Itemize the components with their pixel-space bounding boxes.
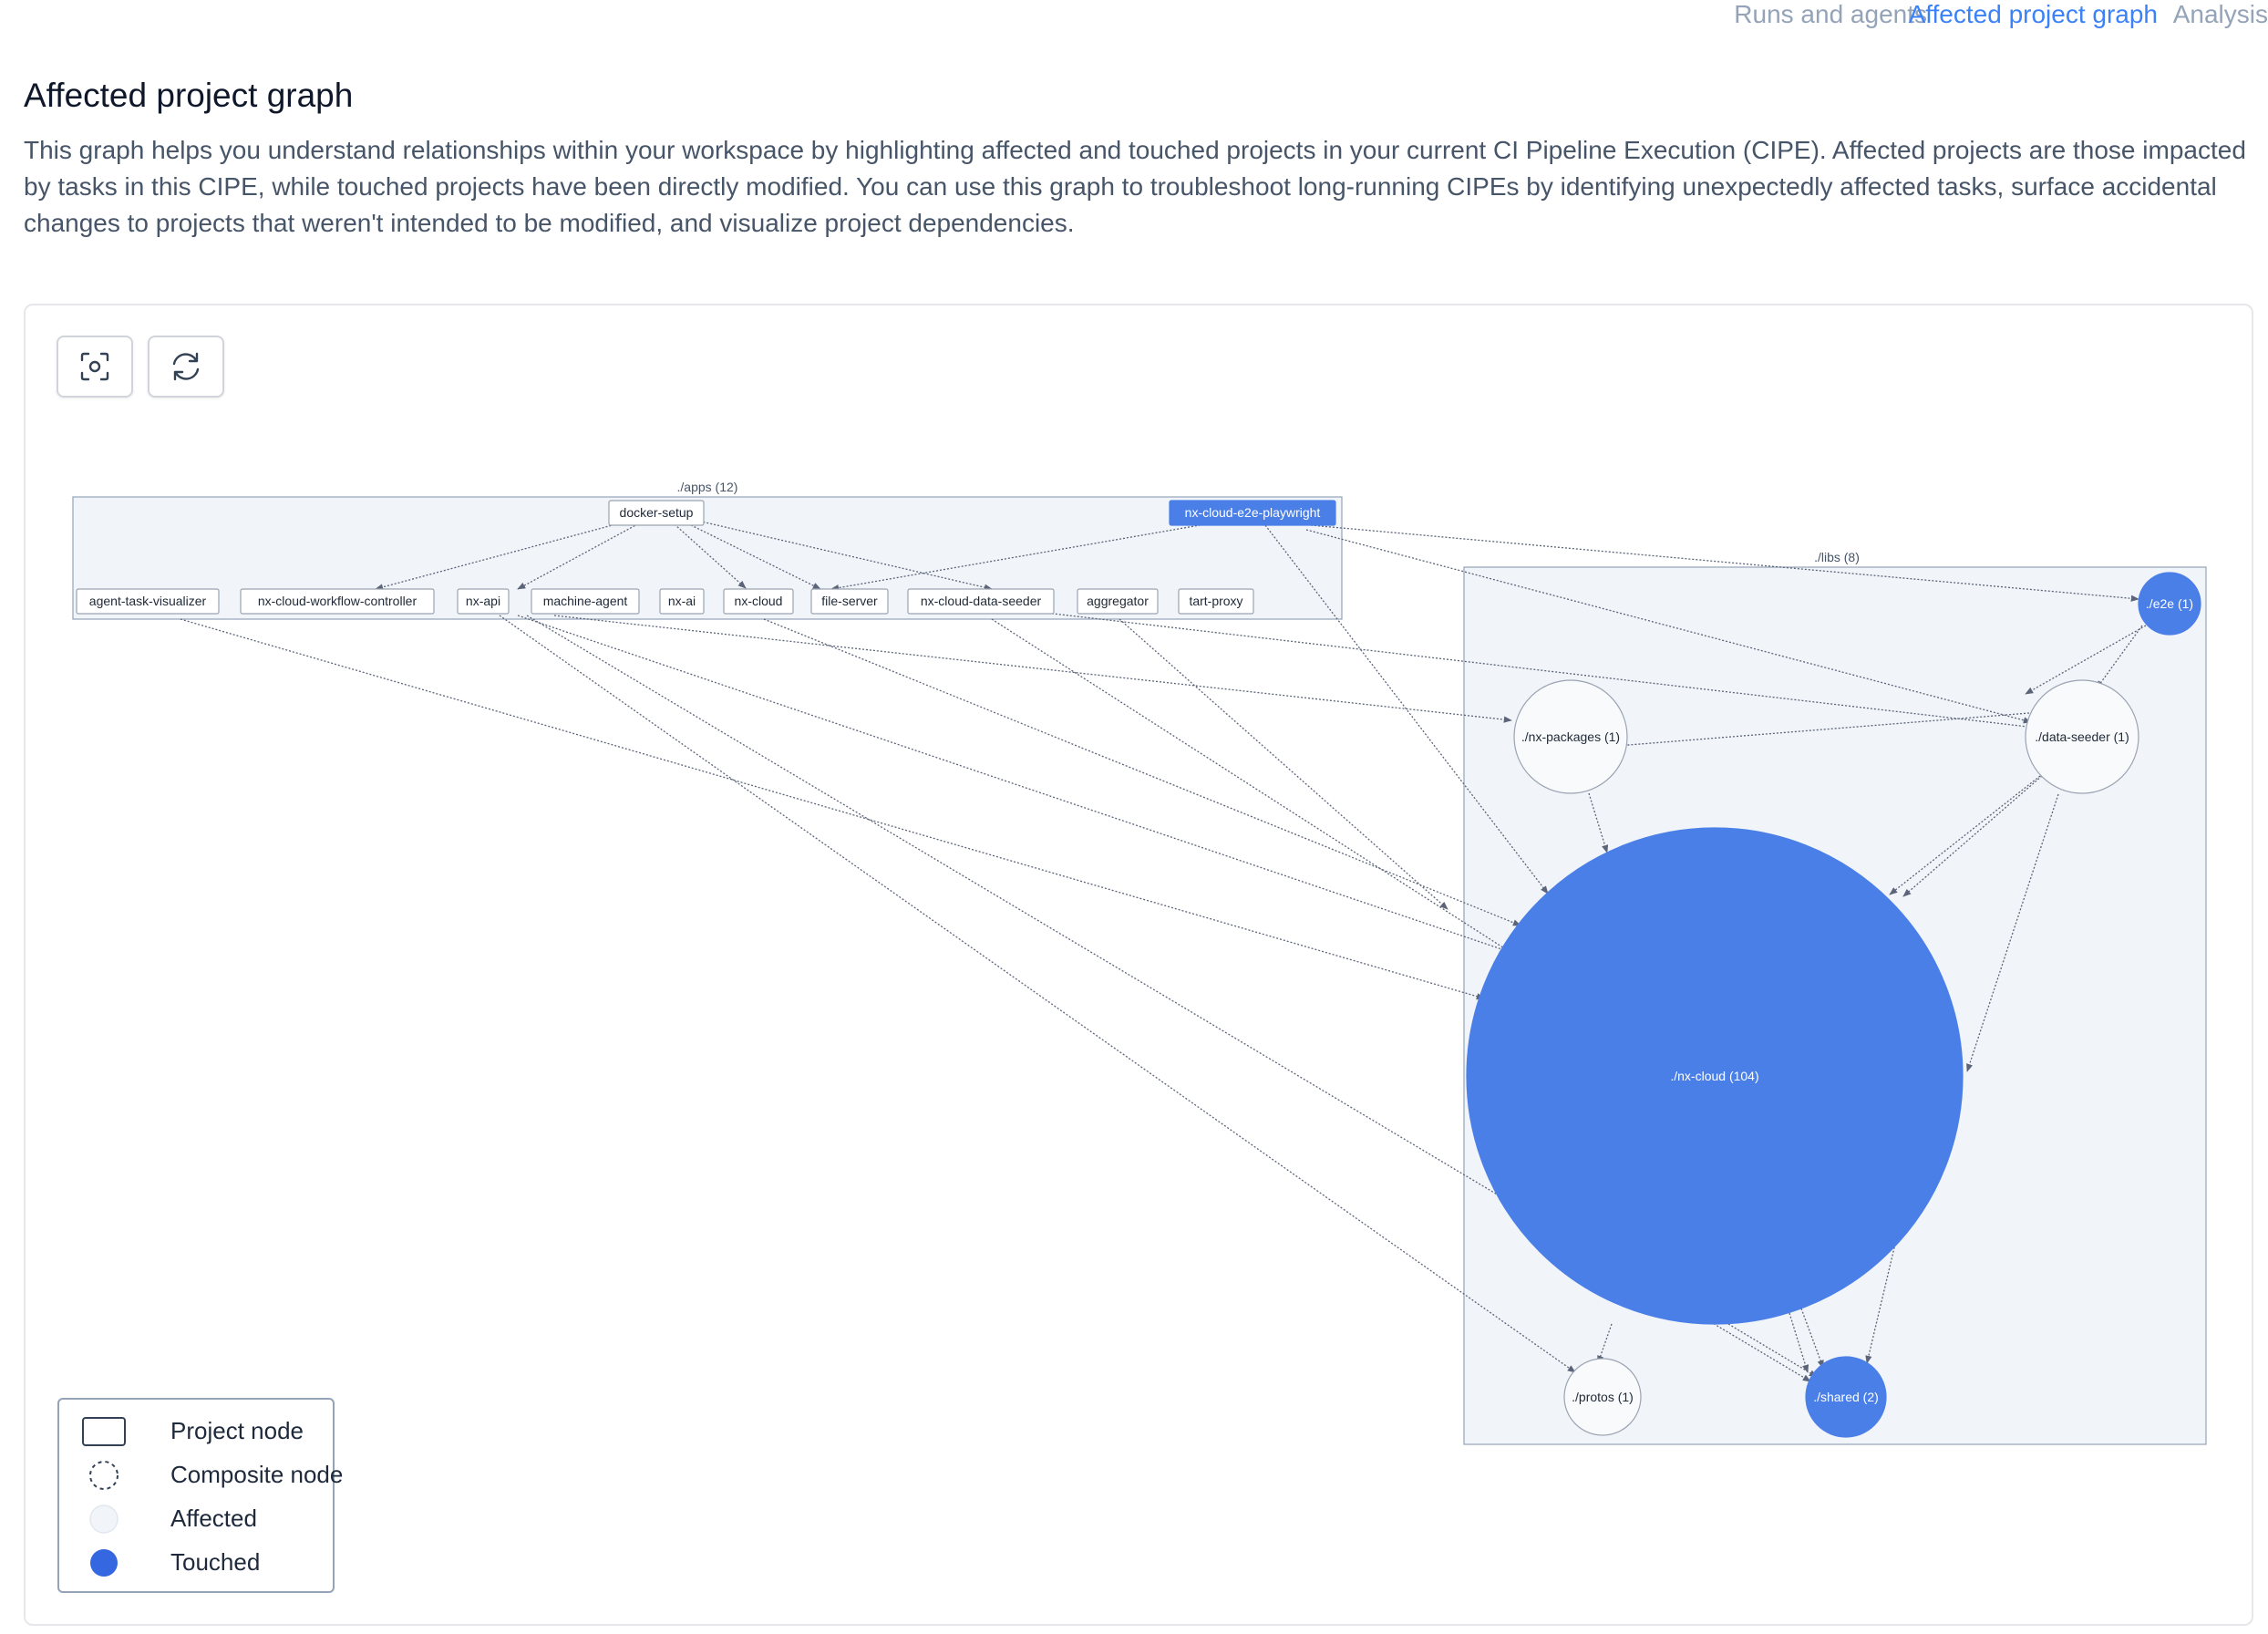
composite-node-label: ./e2e (1) <box>2146 596 2193 611</box>
graph-edge <box>1588 792 1609 853</box>
graph-edge <box>1902 775 2043 897</box>
tab-runs-and-agents[interactable]: Runs and agents <box>1734 0 1927 28</box>
project-node-label: nx-cloud <box>735 594 783 608</box>
project-node-file-server[interactable]: file-server <box>810 588 889 615</box>
graph-edge <box>665 516 747 589</box>
project-node-nx-cloud-data-seeder[interactable]: nx-cloud-data-seeder <box>907 588 1055 615</box>
project-node-label: aggregator <box>1087 594 1149 608</box>
project-node-label: nx-ai <box>668 594 696 608</box>
page-title: Affected project graph <box>24 77 354 114</box>
project-node-label: nx-api <box>466 594 500 608</box>
graph-edge <box>2025 625 2147 695</box>
legend-item-composite-node: Composite node <box>81 1456 343 1493</box>
legend-label: Touched <box>170 1548 261 1576</box>
project-graph[interactable]: ./apps (12) ./libs (8) docker-setup nx-clou… <box>26 305 2250 1622</box>
project-node-tart-proxy[interactable]: tart-proxy <box>1178 588 1254 615</box>
legend-label: Affected <box>170 1505 257 1532</box>
project-node-label: nx-cloud-data-seeder <box>921 594 1042 608</box>
project-node-machine-agent[interactable]: machine-agent <box>531 588 640 615</box>
graph-edge <box>763 618 1521 926</box>
graph-edge <box>1889 775 2041 895</box>
tab-analysis[interactable]: Analysis <box>2172 0 2268 28</box>
composite-node-nx-packages[interactable]: ./nx-packages (1) <box>1513 679 1628 794</box>
graph-edge <box>1789 1312 1809 1373</box>
project-node-label: nx-cloud-workflow-controller <box>258 594 418 608</box>
project-node-docker-setup[interactable]: docker-setup <box>608 500 705 526</box>
legend-label: Composite node <box>170 1461 344 1488</box>
graph-edge <box>991 618 1512 954</box>
project-node-nx-api[interactable]: nx-api <box>457 588 510 615</box>
project-node-nx-cloud-e2e-playwright[interactable]: nx-cloud-e2e-playwright <box>1169 500 1336 526</box>
legend-item-touched: Touched <box>81 1544 327 1580</box>
composite-node-shared[interactable]: ./shared (2) <box>1805 1356 1887 1438</box>
legend-label: Project node <box>170 1417 304 1444</box>
project-node-label: machine-agent <box>543 594 628 608</box>
composite-node-protos[interactable]: ./protos (1) <box>1563 1358 1642 1436</box>
project-node-icon <box>82 1417 126 1446</box>
graph-edge <box>1597 1323 1613 1364</box>
graph-edge <box>553 615 1512 723</box>
graph-edges <box>180 516 2147 1382</box>
project-node-agent-task-visualizer[interactable]: agent-task-visualizer <box>76 588 220 615</box>
graph-edge <box>830 516 1248 592</box>
project-node-label: agent-task-visualizer <box>89 594 207 608</box>
composite-node-icon <box>89 1461 119 1490</box>
project-node-label: file-server <box>821 594 878 608</box>
graph-edge <box>526 615 1811 1382</box>
graph-edge <box>517 615 1521 957</box>
focus-button[interactable] <box>57 336 133 398</box>
refresh-icon <box>172 352 200 381</box>
graph-edge <box>1727 1323 1818 1378</box>
graph-edge <box>1264 524 1549 895</box>
graph-edge <box>375 516 644 591</box>
tab-affected-project-graph[interactable]: Affected project graph <box>1908 0 2158 28</box>
project-node-nx-cloud-workflow-controller[interactable]: nx-cloud-workflow-controller <box>240 588 435 615</box>
composite-node-nx-cloud-lib[interactable]: ./nx-cloud (104) <box>1466 827 1964 1325</box>
graph-card: ./apps (12) ./libs (8) docker-setup nx-clou… <box>24 304 2253 1626</box>
composite-node-label: ./shared (2) <box>1813 1390 1879 1404</box>
graph-edge <box>1865 1239 1897 1364</box>
project-node-nx-ai[interactable]: nx-ai <box>659 588 705 615</box>
project-node-nx-cloud-app[interactable]: nx-cloud <box>723 588 794 615</box>
project-node-label: docker-setup <box>620 505 694 520</box>
graph-edge <box>180 618 1485 1000</box>
legend-item-affected: Affected <box>81 1500 327 1536</box>
page-description: This graph helps you understand relation… <box>24 136 2246 237</box>
composite-node-e2e[interactable]: ./e2e (1) <box>2138 572 2201 636</box>
group-label: ./libs (8) <box>1814 550 1860 564</box>
composite-node-label: ./nx-cloud (104) <box>1670 1069 1758 1083</box>
group-label: ./apps (12) <box>677 480 738 494</box>
legend: Project node Composite node Affected Tou… <box>57 1398 343 1593</box>
touched-icon <box>90 1549 118 1577</box>
graph-edge <box>1305 529 2032 724</box>
composite-node-data-seeder[interactable]: ./data-seeder (1) <box>2025 679 2139 794</box>
graph-edge <box>674 516 821 590</box>
graph-edge <box>499 615 1576 1373</box>
focus-icon <box>80 352 109 381</box>
project-node-label: tart-proxy <box>1189 594 1242 608</box>
legend-item-project-node: Project node <box>81 1412 327 1449</box>
composite-node-label: ./data-seeder (1) <box>2035 729 2129 744</box>
composite-node-label: ./nx-packages (1) <box>1521 729 1620 744</box>
graph-edge <box>1966 793 2059 1072</box>
project-node-aggregator[interactable]: aggregator <box>1077 588 1159 615</box>
graph-edge <box>1119 618 1448 910</box>
graph-edge <box>1800 1308 1824 1369</box>
project-node-label: nx-cloud-e2e-playwright <box>1185 505 1321 520</box>
composite-node-label: ./protos (1) <box>1572 1390 1634 1404</box>
affected-icon <box>89 1505 119 1534</box>
refresh-button[interactable] <box>148 336 224 398</box>
